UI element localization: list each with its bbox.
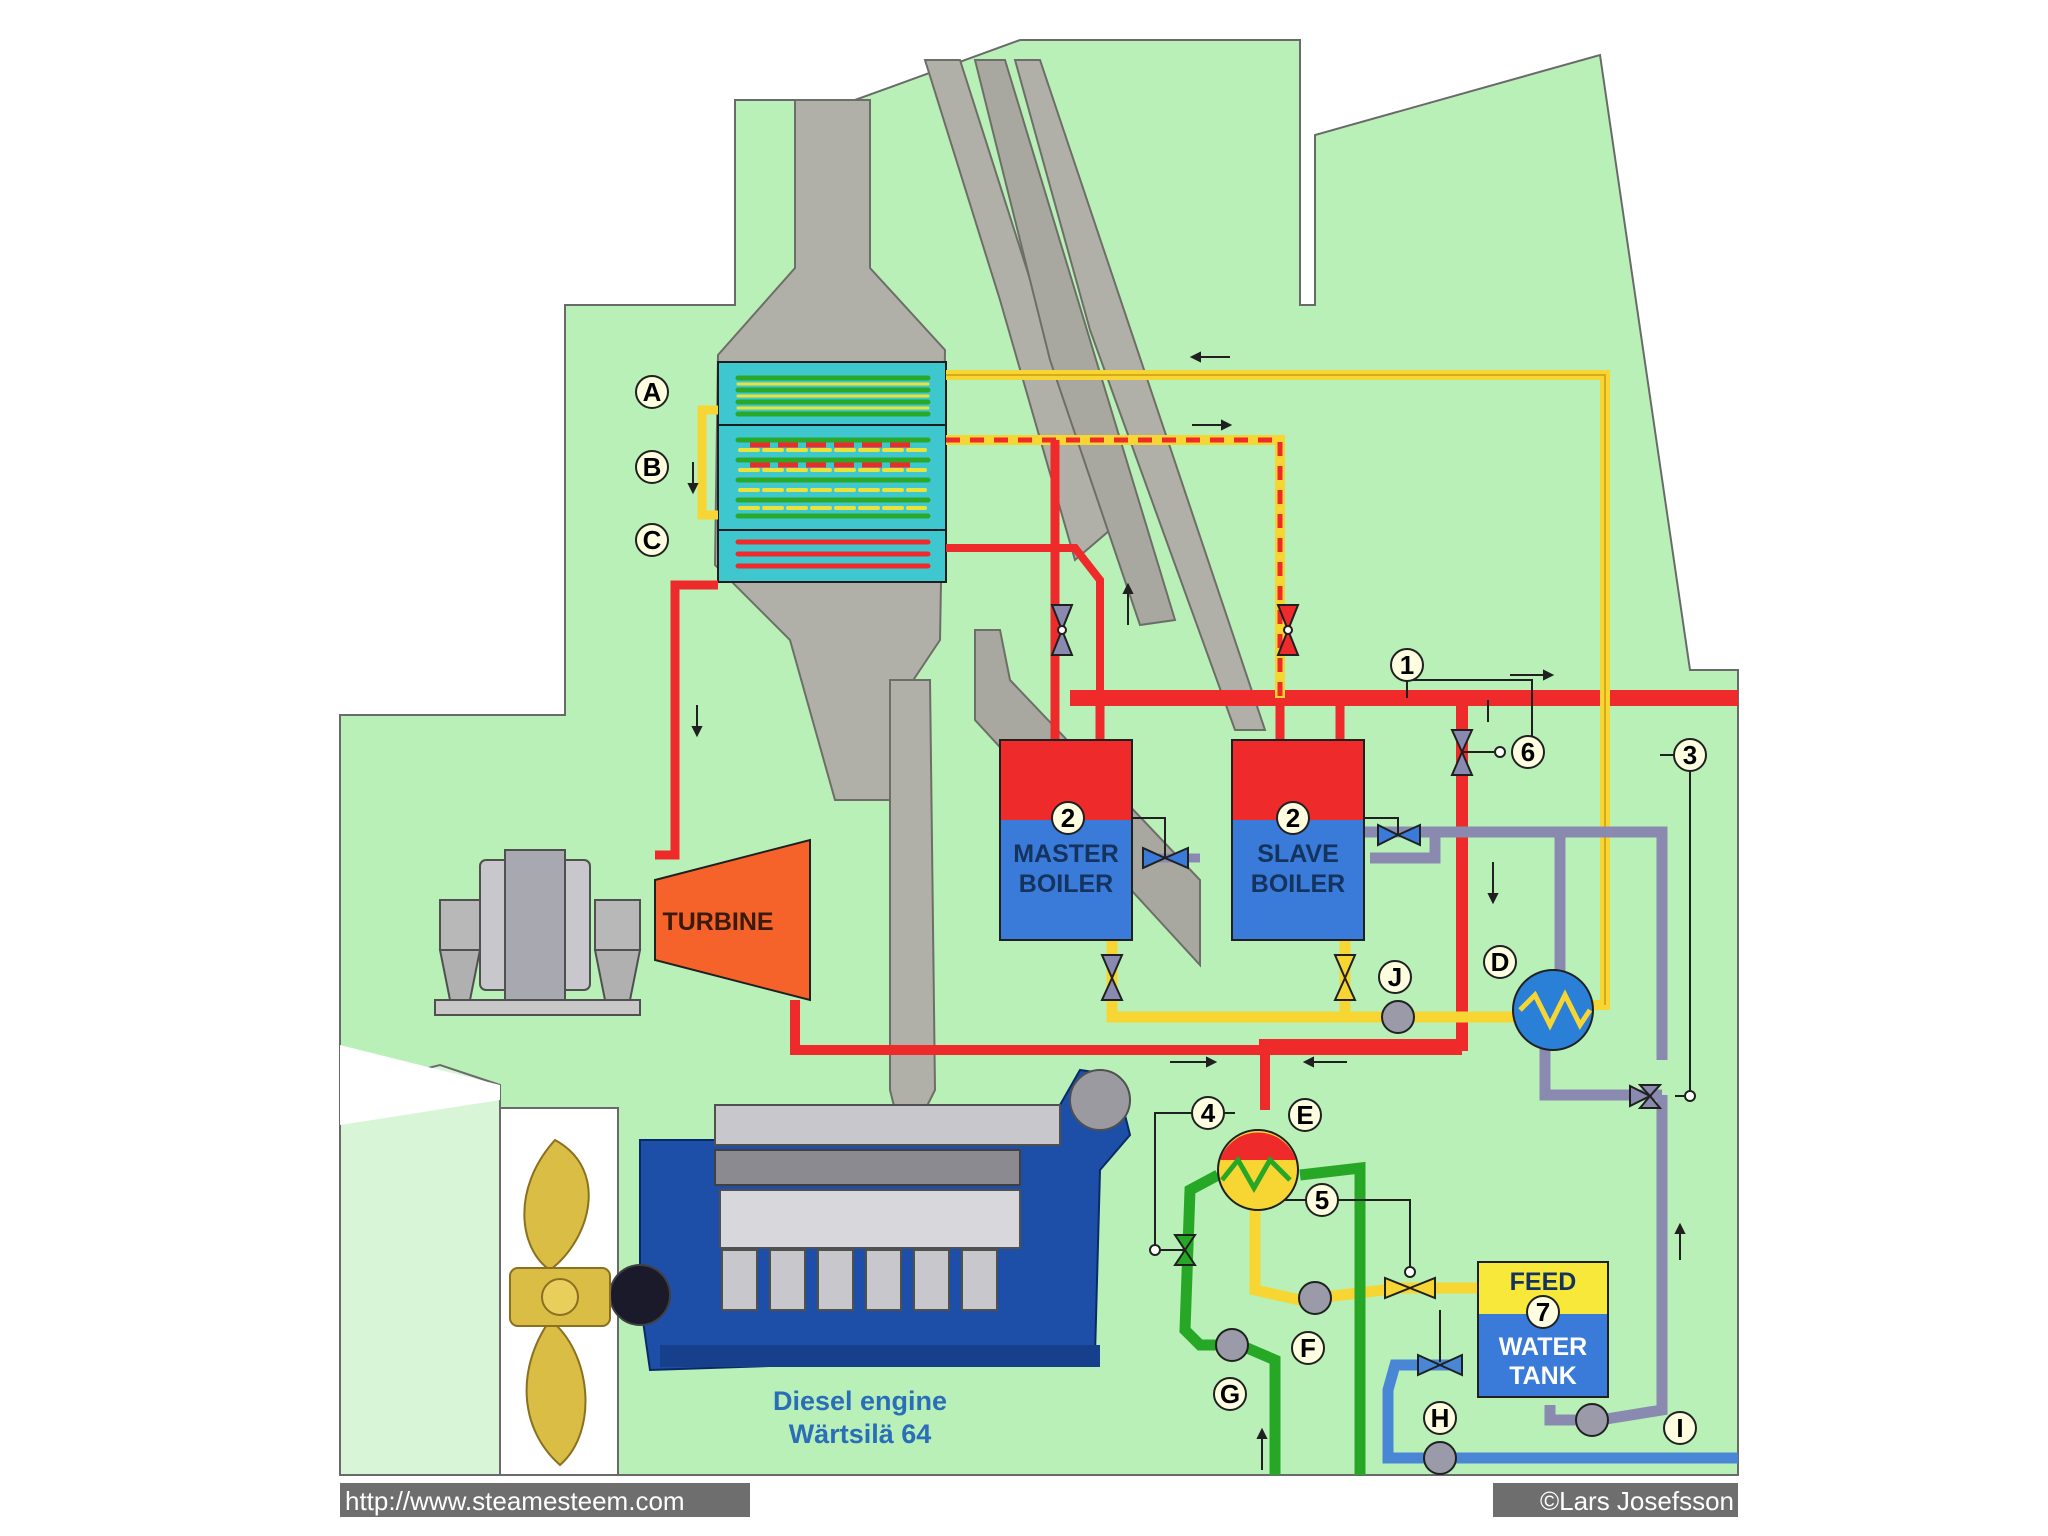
valves — [1050, 604, 1696, 1377]
svg-text:3: 3 — [1683, 740, 1697, 770]
master-boiler-label-2: BOILER — [1019, 870, 1113, 898]
label-7: 7 — [1526, 1295, 1560, 1329]
svg-text:J: J — [1388, 962, 1402, 992]
exhaust-gas-economizer — [717, 361, 947, 583]
svg-text:C: C — [643, 525, 662, 555]
footer-website: http://www.steamesteem.com — [345, 1486, 685, 1516]
label-2-master: 2 — [1051, 801, 1085, 835]
label-D: D — [1483, 945, 1517, 979]
label-1: 1 — [1390, 648, 1424, 682]
svg-text:G: G — [1220, 1379, 1240, 1409]
label-A: A — [635, 375, 669, 409]
turbine-label: TURBINE — [662, 908, 773, 936]
svg-text:2: 2 — [1286, 803, 1300, 833]
feed-tank-label-2: WATER — [1499, 1333, 1587, 1361]
feed-tank-label-1: FEED — [1510, 1268, 1577, 1296]
footer: http://www.steamesteem.com ©Lars Josefss… — [340, 1483, 1738, 1517]
label-G: G — [1213, 1377, 1247, 1411]
slave-boiler: SLAVE BOILER — [1231, 739, 1365, 941]
piping — [655, 370, 1738, 1475]
footer-copyright: ©Lars Josefsson — [1540, 1486, 1734, 1516]
svg-text:4: 4 — [1201, 1098, 1216, 1128]
label-C: C — [635, 523, 669, 557]
svg-text:B: B — [643, 452, 662, 482]
svg-text:I: I — [1676, 1413, 1683, 1443]
svg-text:1: 1 — [1400, 650, 1414, 680]
heat-exchanger-e — [1217, 1129, 1299, 1211]
turbine: TURBINE — [654, 838, 811, 1002]
svg-text:6: 6 — [1521, 737, 1535, 767]
engine-caption-2: Wärtsilä 64 — [789, 1419, 932, 1449]
svg-text:A: A — [643, 377, 662, 407]
feed-tank-label-3: TANK — [1509, 1362, 1577, 1390]
label-E: E — [1288, 1098, 1322, 1132]
circle-labels: A B C D E F G H I J 1 2 2 3 4 5 6 7 — [635, 375, 1707, 1445]
svg-text:F: F — [1300, 1333, 1316, 1363]
label-3: 3 — [1673, 738, 1707, 772]
generator — [434, 849, 642, 1016]
engine-caption-1: Diesel engine — [773, 1386, 947, 1416]
pumps — [1215, 1000, 1609, 1475]
feed-water-tank: FEED WATER TANK — [1477, 1261, 1609, 1398]
master-boiler: MASTER BOILER — [999, 739, 1133, 941]
label-2-slave: 2 — [1276, 801, 1310, 835]
feed-heater-d — [1512, 969, 1594, 1051]
label-5: 5 — [1305, 1183, 1339, 1217]
label-F: F — [1291, 1331, 1325, 1365]
slave-boiler-label-2: BOILER — [1251, 870, 1345, 898]
diesel-engine: Diesel engine Wärtsilä 64 — [609, 1068, 1132, 1449]
propeller — [509, 1138, 611, 1467]
master-boiler-label-1: MASTER — [1013, 840, 1119, 868]
svg-text:E: E — [1296, 1100, 1313, 1130]
label-4: 4 — [1191, 1096, 1225, 1130]
svg-text:D: D — [1491, 947, 1510, 977]
svg-text:2: 2 — [1061, 803, 1075, 833]
svg-text:H: H — [1431, 1403, 1450, 1433]
label-B: B — [635, 450, 669, 484]
svg-text:5: 5 — [1315, 1185, 1329, 1215]
label-H: H — [1423, 1401, 1457, 1435]
slave-boiler-label-1: SLAVE — [1257, 840, 1339, 868]
label-6: 6 — [1511, 735, 1545, 769]
label-J: J — [1378, 960, 1412, 994]
label-I: I — [1663, 1411, 1697, 1445]
flow-arrows — [687, 351, 1686, 1470]
svg-text:7: 7 — [1536, 1297, 1550, 1327]
